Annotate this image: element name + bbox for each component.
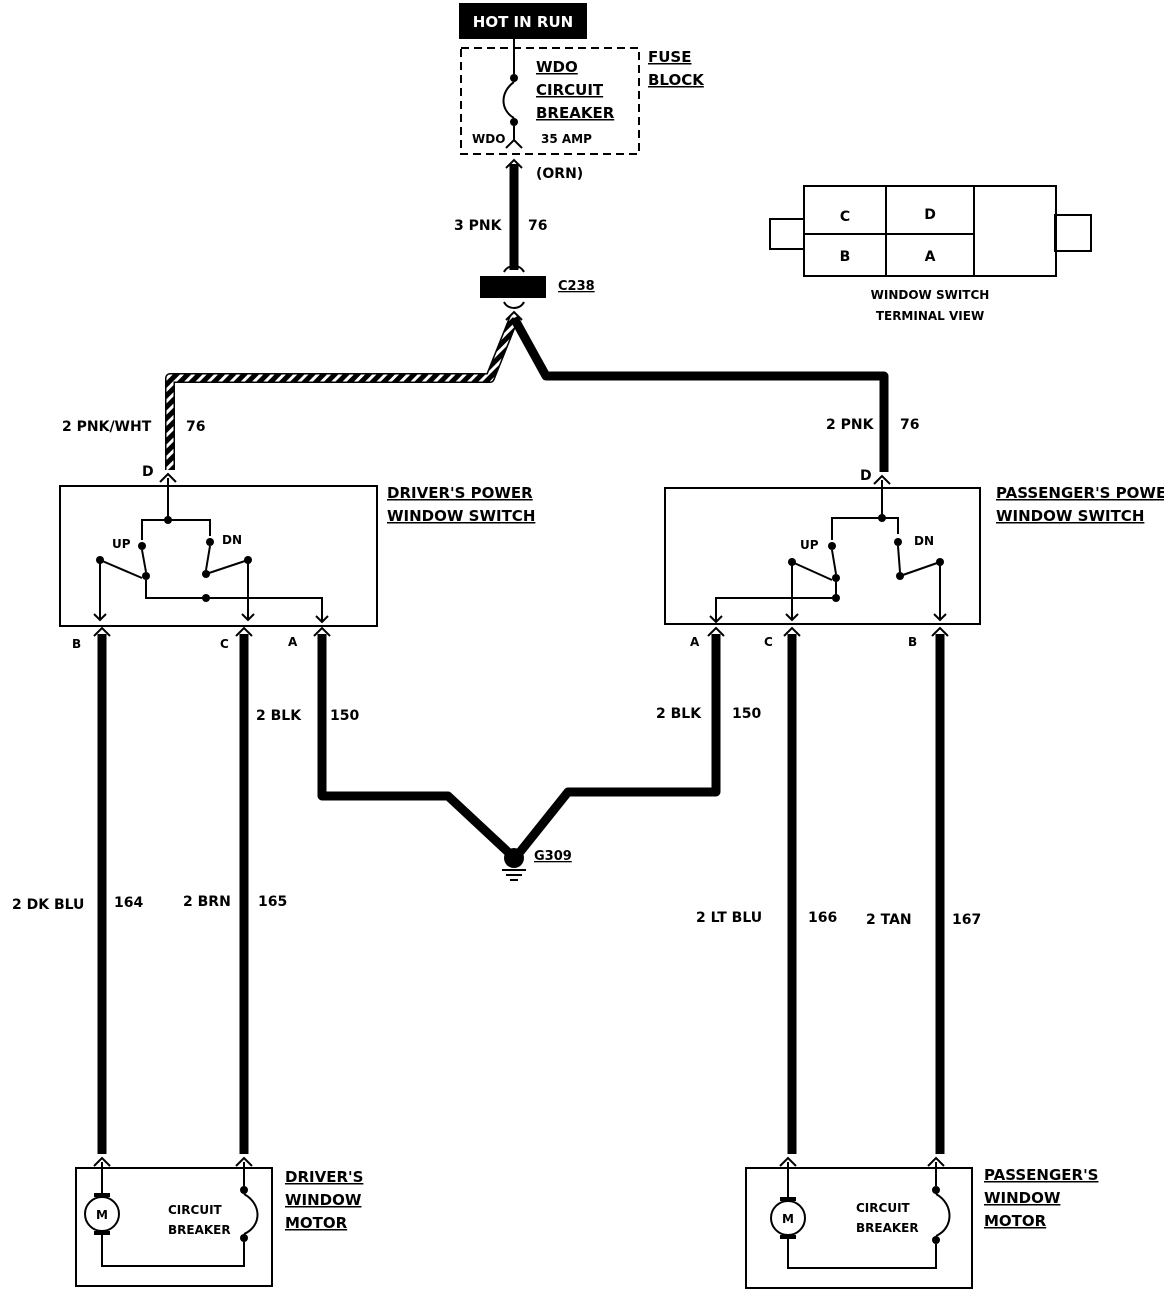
feed-wire-label: 3 PNK (454, 218, 503, 234)
driver-motor-breaker-symbol (243, 1193, 259, 1235)
driver-motor-m: M (96, 1208, 108, 1222)
passenger-terminal-c: C (764, 635, 773, 649)
breaker-label-2: CIRCUIT (536, 81, 604, 99)
driver-motor-wire-2-circuit: 165 (258, 894, 287, 910)
terminal-cell-d: D (924, 207, 936, 223)
passenger-motor-wire-1-label: 2 LT BLU (696, 910, 762, 926)
driver-terminal-a: A (288, 635, 298, 649)
fuse-block-title-1: FUSE (648, 48, 691, 66)
terminal-view-caption-1: WINDOW SWITCH (871, 288, 990, 302)
driver-up-label: UP (112, 537, 131, 551)
fuse-terminal-label: WDO (472, 132, 505, 146)
driver-feed-wire-circuit: 76 (186, 419, 205, 435)
driver-motor-title-2: WINDOW (285, 1191, 362, 1209)
passenger-motor-wire-2-circuit: 167 (952, 912, 981, 928)
driver-switch-box (59, 485, 378, 627)
passenger-motor-title-3: MOTOR (984, 1212, 1047, 1230)
driver-motor-wire-2-label: 2 BRN (183, 894, 231, 910)
breaker-rating: 35 AMP (541, 132, 592, 146)
passenger-motor-breaker-2: BREAKER (856, 1221, 919, 1235)
driver-terminal-b: B (72, 637, 81, 651)
passenger-terminal-b: B (908, 635, 917, 649)
fuse-block: WDO CIRCUIT BREAKER WDO 35 AMP (460, 47, 640, 155)
driver-terminal-c: C (220, 637, 229, 651)
breaker-label-1: WDO (536, 58, 578, 76)
ground-g309-symbol (502, 848, 526, 881)
hot-in-run-text: HOT IN RUN (473, 13, 573, 31)
driver-power-window-switch: D UP DN (59, 464, 378, 627)
fuse-wire-color: (ORN) (536, 166, 583, 182)
passenger-ground-wire-circuit: 150 (732, 706, 761, 722)
driver-motor-wire-1-circuit: 164 (114, 895, 143, 911)
passenger-ground-wire-label: 2 BLK (656, 706, 702, 722)
breaker-contact-bottom (510, 118, 518, 126)
driver-motor-breaker-2: BREAKER (168, 1223, 231, 1237)
passenger-motor-title-1: PASSENGER'S (984, 1166, 1098, 1184)
driver-feed-wire-label: 2 PNK/WHT (62, 419, 152, 435)
terminal-cell-c: C (840, 209, 850, 225)
passenger-terminal-a: A (690, 635, 700, 649)
passenger-switch-box (664, 487, 981, 625)
passenger-up-label: UP (800, 538, 819, 552)
passenger-ground-wire-2-blk (516, 634, 721, 855)
terminal-cell-b: B (840, 249, 851, 265)
hot-in-run-label: HOT IN RUN (459, 3, 587, 39)
passenger-motor-box (745, 1167, 973, 1289)
passenger-switch-title-2: WINDOW SWITCH (996, 507, 1144, 525)
driver-motor-box (75, 1167, 273, 1287)
driver-motor-title-1: DRIVER'S (285, 1168, 363, 1186)
passenger-motor-title-2: WINDOW (984, 1189, 1061, 1207)
driver-motor-title-3: MOTOR (285, 1214, 348, 1232)
passenger-feed-wire-2-pnk (510, 315, 889, 472)
window-switch-terminal-view: C D B A WINDOW SWITCH TERMINAL VIEW (769, 185, 1092, 323)
passenger-feed-wire-circuit: 76 (900, 417, 919, 433)
connector-label: C238 (558, 279, 595, 294)
driver-motor-wire-1-label: 2 DK BLU (12, 897, 84, 913)
fuse-terminal-symbol (505, 138, 523, 149)
driver-ground-wire-circuit: 150 (330, 708, 359, 724)
feed-wire-circuit: 76 (528, 218, 547, 234)
passenger-motor-breaker-symbol (935, 1193, 951, 1237)
driver-motor-breaker-1: CIRCUIT (168, 1203, 223, 1217)
driver-feed-wire-outline (165, 316, 519, 470)
passenger-dn-label: DN (914, 534, 934, 548)
circuit-breaker-symbol (502, 81, 515, 119)
fuse-block-title-2: BLOCK (648, 71, 705, 89)
driver-switch-title-2: WINDOW SWITCH (387, 507, 535, 525)
passenger-switch-title-1: PASSENGER'S POWER (996, 484, 1164, 502)
passenger-feed-wire-label: 2 PNK (826, 417, 875, 433)
passenger-motor-wire-2-label: 2 TAN (866, 912, 912, 928)
passenger-window-motor: M CIRCUIT BREAKER (745, 1156, 973, 1289)
passenger-terminal-d: D (860, 468, 872, 484)
driver-ground-wire-2-blk (317, 634, 512, 856)
driver-feed-wire-2-pnk-wht (166, 316, 518, 470)
terminal-cell-a: A (925, 249, 936, 265)
fuse-block-outline (460, 47, 640, 155)
driver-dn-label: DN (222, 533, 242, 547)
driver-terminal-d: D (142, 464, 154, 480)
ground-label: G309 (534, 849, 572, 864)
breaker-contact-top (510, 74, 518, 82)
driver-window-motor: M CIRCUIT BREAKER (75, 1156, 273, 1287)
breaker-label-3: BREAKER (536, 104, 615, 122)
connector-c238: C238 (480, 265, 595, 309)
passenger-motor-wire-1-circuit: 166 (808, 910, 837, 926)
driver-switch-title-1: DRIVER'S POWER (387, 484, 533, 502)
driver-ground-wire-label: 2 BLK (256, 708, 302, 724)
terminal-view-caption-2: TERMINAL VIEW (876, 309, 984, 323)
passenger-motor-m: M (782, 1212, 794, 1226)
passenger-motor-breaker-1: CIRCUIT (856, 1201, 911, 1215)
passenger-power-window-switch: D UP DN (664, 468, 981, 625)
